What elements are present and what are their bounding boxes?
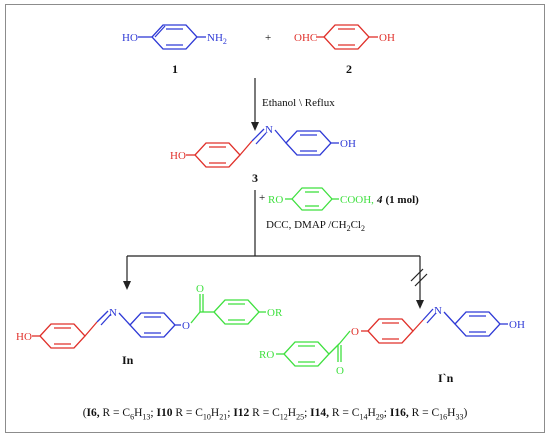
reagent-number: 4	[376, 194, 383, 206]
compound-1-nh2-sub: 2	[223, 37, 227, 46]
footnote-item-I12: I12 R = C12H25	[233, 407, 305, 422]
product-In-carbonyl-o: O	[196, 283, 204, 295]
reagent-cooh: COOH,	[340, 194, 374, 206]
compound-3-number: 3	[252, 171, 258, 185]
product-In-o: O	[182, 320, 190, 332]
product-In-n: N	[109, 307, 117, 319]
compound-3: HO N OH 3	[170, 124, 356, 185]
footnote-item-I16: I16, R = C16H33	[389, 407, 464, 422]
compound-1-number: 1	[172, 62, 178, 76]
footnote-item-I10: I10 R = C10H21	[156, 407, 228, 422]
product-I-prime-n-n: N	[434, 305, 442, 317]
reagent-4: RO COOH, 4(1 mol)	[268, 187, 419, 211]
svg-text:NH2: NH2	[207, 32, 227, 46]
product-In-ho: HO	[16, 331, 32, 343]
product-I-prime-n-o: O	[351, 326, 359, 338]
footnote-item-I6: I6, R = C6H13	[86, 407, 151, 422]
product-I-prime-n-carbonyl-o: O	[336, 365, 344, 377]
product-I-prime-n-ro: RO	[259, 349, 274, 361]
step-1-conditions: Ethanol \ Reflux	[262, 97, 335, 109]
compound-1-ho: HO	[122, 32, 138, 44]
step-1-arrow: Ethanol \ Reflux	[251, 78, 335, 131]
product-In-label: In	[122, 353, 134, 367]
blocked-path-icon	[410, 268, 428, 287]
reagent-ro: RO	[268, 194, 283, 206]
compound-1: HO NH2 1	[122, 24, 227, 76]
compound-2-oh: OH	[379, 32, 395, 44]
product-In-or: OR	[267, 307, 283, 319]
reagent-amount: (1 mol)	[386, 194, 420, 206]
footnote-r-groups: (I6, R = C6H13; I10 R = C10H21; I12 R = …	[82, 407, 468, 422]
product-In: HO N O O OR In	[16, 283, 283, 367]
step-2: + RO COOH, 4(1 mol) DCC, DMAP /CH2Cl2	[254, 187, 419, 256]
product-I-prime-n: RO O O N OH I`n	[259, 305, 525, 385]
product-I-prime-n-label: I`n	[438, 371, 454, 385]
footnote-item-I14: I14, R = C14H29	[310, 407, 384, 422]
product-I-prime-n-oh: OH	[509, 319, 525, 331]
compound-3-n: N	[265, 124, 273, 136]
step-2-plus: +	[259, 192, 265, 204]
compound-1-nh: NH	[207, 32, 223, 44]
scheme-frame	[5, 4, 545, 433]
svg-text:DCC, DMAP /CH2Cl2: DCC, DMAP /CH2Cl2	[266, 219, 365, 233]
compound-3-oh: OH	[340, 138, 356, 150]
compound-2-ohc: OHC	[294, 32, 317, 44]
svg-text:4(1 mol): 4(1 mol)	[376, 194, 419, 206]
step-2-conditions: DCC, DMAP /CH	[266, 219, 347, 231]
plus-sign-1: +	[265, 32, 271, 44]
branch-arrows	[123, 255, 428, 309]
compound-2-number: 2	[346, 62, 352, 76]
compound-3-ho: HO	[170, 150, 186, 162]
compound-2: OHC OH 2	[294, 24, 395, 76]
